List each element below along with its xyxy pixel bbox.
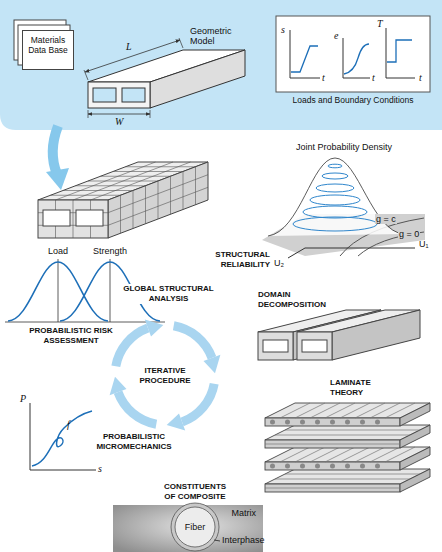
density-contour — [303, 206, 367, 218]
axis-symbol: T — [377, 18, 383, 29]
density-surface — [268, 158, 404, 236]
stage-label: ITERATIVE PROCEDURE — [125, 366, 205, 386]
annotation: g = 0 — [398, 229, 420, 239]
iteration-arrowheads — [110, 320, 221, 431]
ply-edge — [265, 462, 400, 470]
fiber-circle: Fiber — [174, 506, 216, 548]
axis-symbol: e — [334, 30, 338, 41]
model-cell — [122, 88, 145, 102]
axis-symbol: f — [67, 419, 70, 430]
plot-axes — [30, 403, 96, 470]
ply-fibers — [280, 403, 415, 418]
model-side-face — [150, 50, 245, 108]
annotation: Load — [42, 246, 74, 256]
fiber-ends — [273, 420, 393, 425]
subdomain-end — [297, 332, 332, 360]
density-contour — [328, 164, 342, 168]
dimension-line — [88, 114, 150, 115]
fiber-ends — [273, 464, 393, 469]
fiber-disc — [175, 507, 215, 547]
axis-symbol: L — [126, 41, 132, 52]
annotation: g = c — [375, 214, 397, 224]
subdomain-side — [332, 310, 420, 360]
model-end-face — [88, 82, 150, 108]
subdomain-cell — [263, 340, 288, 352]
subdomain-end — [258, 332, 293, 360]
node-text: Fiber — [185, 522, 206, 532]
annotation: Geometric Model — [190, 26, 250, 46]
ply-edge — [265, 418, 400, 426]
annotation: Strength — [86, 246, 134, 256]
stage-label: STRUCTURAL RELIABILITY — [196, 250, 270, 270]
mesh-grid — [38, 162, 208, 238]
node-text: Matrix — [232, 508, 257, 518]
stage-label: PROBABILISTIC MICROMECHANICS — [88, 432, 180, 452]
ply-fibers — [280, 447, 415, 462]
mesh-cell — [43, 210, 70, 226]
loads-panel: Loads and Boundary Conditions — [276, 95, 430, 107]
interphase-ring — [171, 503, 219, 551]
baseline — [5, 322, 165, 323]
mean-lines — [58, 259, 110, 322]
axis-symbol: s — [98, 463, 102, 474]
iteration-ring — [116, 326, 214, 424]
axis-symbol: W — [115, 116, 123, 127]
load-distribution — [8, 262, 108, 321]
stage-label: DOMAIN DECOMPOSITION — [258, 290, 338, 310]
axis-symbol: t — [419, 72, 422, 83]
density-contour — [310, 195, 360, 205]
response-curve — [32, 411, 92, 466]
stage-label: PROBABILISTIC RISK ASSESSMENT — [28, 326, 114, 346]
ply-fibers — [265, 474, 420, 488]
annotation: U₂ — [274, 258, 284, 268]
model-cell — [93, 88, 116, 102]
load-history-curves — [291, 40, 412, 74]
density-contour — [322, 173, 348, 179]
axis-symbol: s — [281, 24, 285, 35]
extension-lines — [84, 38, 183, 118]
density-contour — [293, 217, 377, 231]
ply-side — [400, 403, 430, 426]
flow-arrow — [53, 126, 58, 174]
ply-side — [400, 425, 430, 448]
density-contour — [316, 184, 354, 192]
stage-label: CONSTITUENTS OF COMPOSITE — [159, 482, 231, 502]
leader-line — [214, 540, 220, 541]
plot-axes — [290, 28, 415, 78]
annotation: Interphase — [222, 535, 265, 545]
laminate-stack — [265, 403, 430, 492]
annotation: Joint Probability Density — [296, 142, 392, 152]
node-text: Materials Data Base — [28, 35, 68, 55]
stage-label: GLOBAL STRUCTURAL ANALYSIS — [115, 284, 222, 304]
axis-symbol: P — [20, 393, 26, 404]
ply-fibers — [265, 430, 420, 444]
loads-panel-box — [276, 16, 430, 92]
mesh-cell — [76, 210, 103, 226]
input-band — [0, 0, 442, 130]
stage-label: LAMINATE THEORY — [330, 378, 390, 398]
axis-symbol: t — [322, 72, 325, 83]
ply-side — [400, 447, 430, 470]
dimension-line — [85, 40, 180, 72]
flow-arrow-head — [46, 168, 69, 190]
variable-axes — [288, 248, 415, 258]
ply-side — [400, 469, 430, 492]
subdomain-cell — [302, 340, 327, 352]
annotation: U₁ — [419, 239, 429, 249]
database-page: Materials Data Base — [22, 30, 74, 70]
node-text: Loads and Boundary Conditions — [293, 95, 414, 105]
axis-symbol: t — [372, 72, 375, 83]
